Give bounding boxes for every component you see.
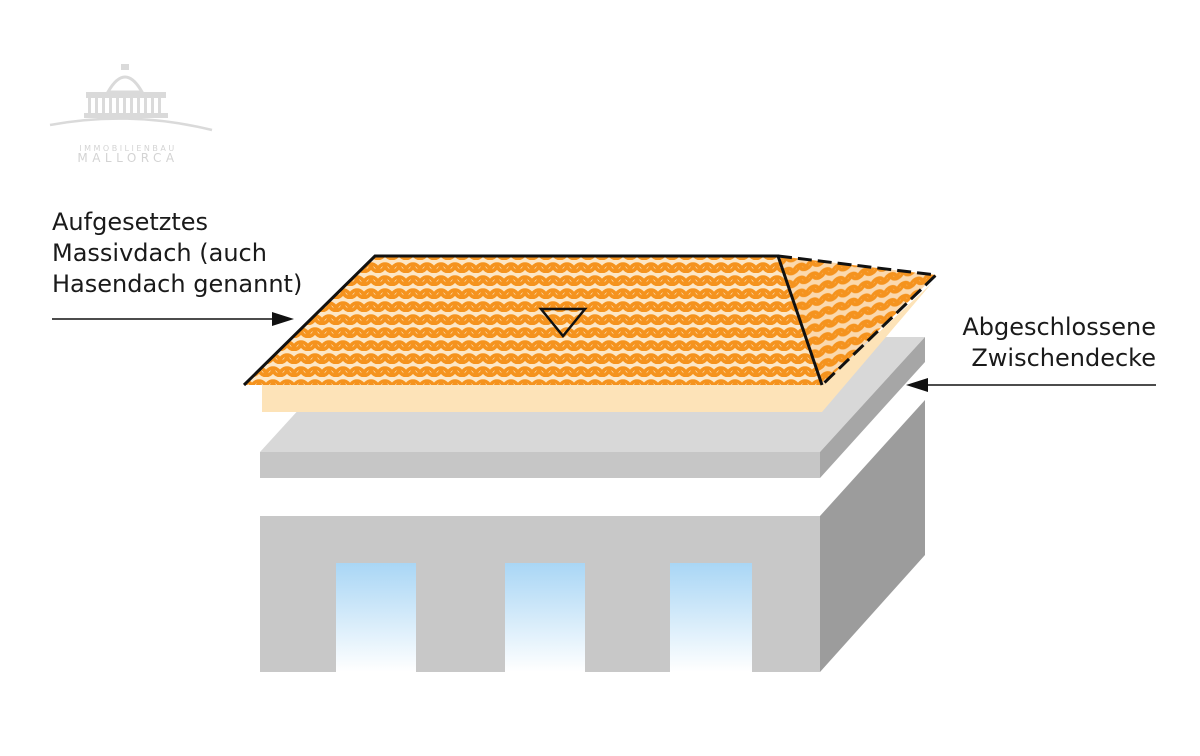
- logo-line2: MALLORCA: [77, 151, 178, 165]
- water-level-triangle-icon: [538, 307, 588, 338]
- company-logo: IMMOBILIENBAU MALLORCA: [49, 64, 213, 165]
- logo-line1: IMMOBILIENBAU: [79, 144, 176, 153]
- roof-label-line-3: Hasendach genannt): [52, 270, 303, 298]
- ceiling-label-line-1: Abgeschlossene: [962, 313, 1156, 341]
- roof-label-line-2: Massivdach (auch: [52, 239, 267, 267]
- window-3: [670, 563, 752, 672]
- roof-front-slope: [244, 256, 822, 385]
- solid-roof: [242, 254, 940, 412]
- roof-base: [262, 283, 932, 412]
- arrow-right-icon: [52, 312, 294, 326]
- roof-ridge-outline: [242, 254, 824, 387]
- slab-front: [260, 452, 820, 478]
- roof-hip-outline: [777, 254, 940, 387]
- slab-side: [820, 337, 925, 478]
- ceiling-label-line-2: Zwischendecke: [971, 344, 1156, 372]
- wall-side: [820, 400, 925, 672]
- ceiling-label: Abgeschlossene Zwischendecke: [962, 312, 1156, 374]
- window-2: [505, 563, 585, 672]
- window-1: [336, 563, 416, 672]
- arrow-left-icon: [906, 378, 1156, 392]
- roof-label: Aufgesetztes Massivdach (auch Hasendach …: [52, 207, 302, 300]
- building-lower-block: [260, 400, 925, 672]
- logo-dome-icon: [105, 75, 145, 94]
- roof-side-slope: [778, 256, 936, 385]
- roof-label-line-1: Aufgesetztes: [52, 208, 209, 236]
